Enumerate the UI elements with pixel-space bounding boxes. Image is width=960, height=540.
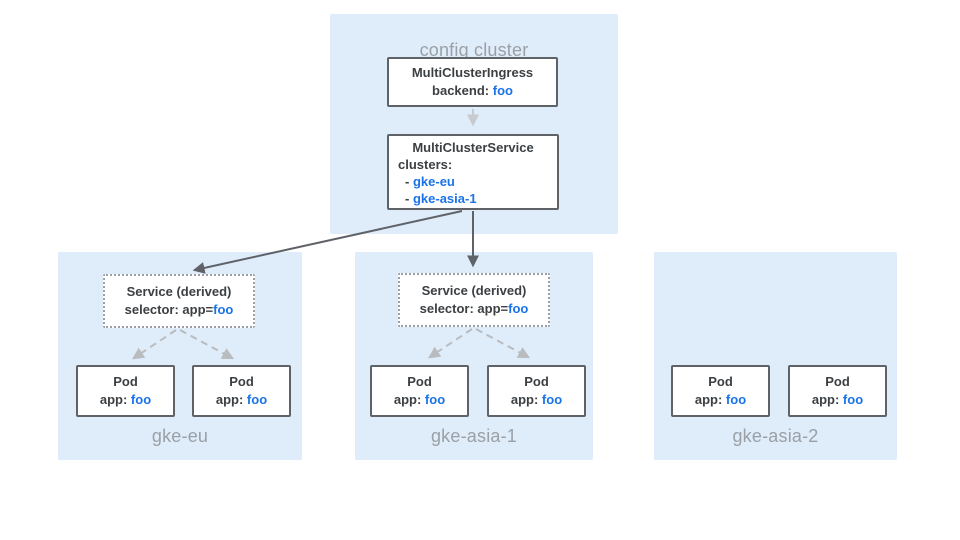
multiclusterservice-cluster-item: - gke-eu <box>405 174 455 189</box>
pod-title: Pod <box>407 374 432 389</box>
multiclusterservice-cluster-item: - gke-asia-1 <box>405 191 477 206</box>
pod-node: Pod app: foo <box>671 365 770 417</box>
pod-node: Pod app: foo <box>370 365 469 417</box>
multiclusteringress-node: MultiClusterIngress backend: foo <box>387 57 558 107</box>
derived-service-title: Service (derived) <box>421 283 527 298</box>
pod-node: Pod app: foo <box>76 365 175 417</box>
derived-service-node: Service (derived) selector: app=foo <box>103 274 255 328</box>
pod-node: Pod app: foo <box>487 365 586 417</box>
config-cluster-label: config cluster <box>419 40 529 60</box>
pod-title: Pod <box>113 374 138 389</box>
multiclusterservice-node: MultiClusterService clusters: - gke-eu -… <box>387 134 559 210</box>
cluster-gke-asia-2: Pod app: foo Pod app: foo gke-asia-2 <box>654 252 897 460</box>
pod-app-label: app: foo <box>215 392 268 407</box>
derived-service-title: Service (derived) <box>126 284 232 299</box>
pod-app-label: app: foo <box>393 392 446 407</box>
pod-title: Pod <box>229 374 254 389</box>
multiclusteringress-title: MultiClusterIngress <box>411 65 534 80</box>
pod-app-label: app: foo <box>811 392 864 407</box>
cluster-gke-eu: Service (derived) selector: app=foo Pod … <box>58 252 302 460</box>
pod-node: Pod app: foo <box>192 365 291 417</box>
derived-service-selector: selector: app=foo <box>419 301 529 316</box>
multiclusteringress-backend: backend: foo <box>432 83 513 98</box>
pod-app-label: app: foo <box>510 392 563 407</box>
pod-title: Pod <box>524 374 549 389</box>
pod-node: Pod app: foo <box>788 365 887 417</box>
cluster-name-label: gke-asia-2 <box>732 426 819 446</box>
cluster-gke-asia-1: Service (derived) selector: app=foo Pod … <box>355 252 593 460</box>
cluster-name-label: gke-asia-1 <box>430 426 518 446</box>
config-cluster: config cluster MultiClusterIngress backe… <box>330 14 618 234</box>
pod-app-label: app: foo <box>99 392 152 407</box>
derived-service-node: Service (derived) selector: app=foo <box>398 273 550 327</box>
cluster-name-label: gke-eu <box>151 426 209 446</box>
pod-app-label: app: foo <box>694 392 747 407</box>
pod-title: Pod <box>708 374 733 389</box>
multiclusterservice-clusters-label: clusters: <box>398 157 453 172</box>
multiclusterservice-title: MultiClusterService <box>412 140 534 155</box>
derived-service-selector: selector: app=foo <box>124 302 234 317</box>
pod-title: Pod <box>825 374 850 389</box>
